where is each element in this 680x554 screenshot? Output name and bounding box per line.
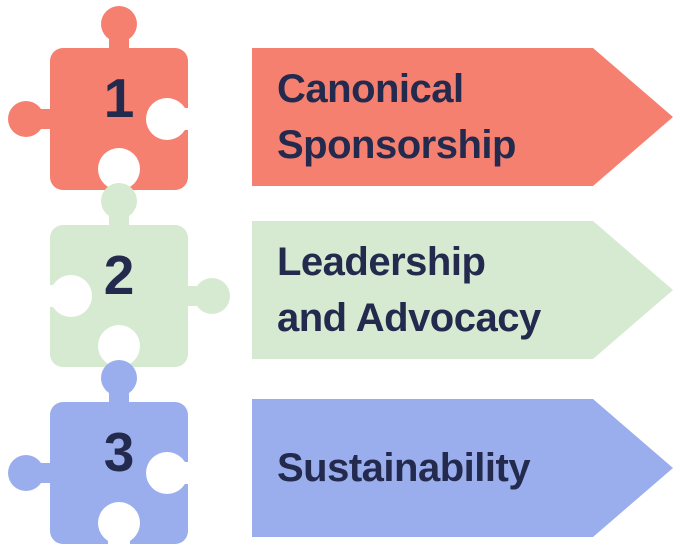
- arrow-banner-step-2: Leadership and Advocacy: [252, 221, 673, 359]
- puzzle-piece-icon: [0, 3, 232, 215]
- step-number: 2: [103, 243, 135, 306]
- puzzle-piece-fill: [0, 180, 232, 392]
- banner-label-line: Leadership: [277, 240, 486, 284]
- step-2-piece-group: 2: [0, 180, 232, 392]
- puzzle-piece-fill: [0, 357, 232, 554]
- arrow-banner-step-3: Sustainability: [252, 399, 673, 537]
- step-1-piece-group: 1: [0, 3, 232, 215]
- banner-label-line: Canonical: [277, 67, 464, 111]
- step-3-piece-group: 3: [0, 357, 232, 554]
- banner-label-line: and Advocacy: [277, 296, 541, 340]
- puzzle-piece-fill: [0, 3, 232, 215]
- arrow-banner-step-1: Canonical Sponsorship: [252, 48, 673, 186]
- puzzle-piece-icon: [0, 180, 232, 392]
- step-number: 3: [103, 420, 135, 483]
- puzzle-piece-icon: [0, 357, 232, 554]
- step-number: 1: [103, 66, 135, 129]
- banner-label-line: Sustainability: [277, 446, 531, 490]
- banner-label-line: Sponsorship: [277, 123, 516, 167]
